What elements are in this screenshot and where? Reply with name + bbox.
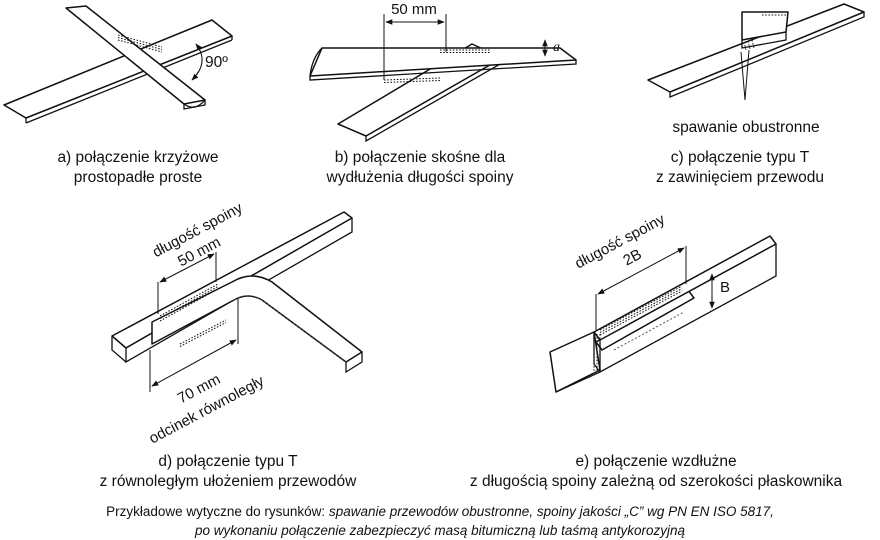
fig-e-width-label: B [720,279,730,296]
figure-b: 50 mm a b) połączenie skośne dla wydłuże… [309,1,577,186]
fig-c-weld-left [743,39,755,51]
fig-a-caption-1: a) połączenie krzyżowe [57,149,218,166]
fig-e-lower-strip [595,289,695,351]
fig-e-weld-length-value: 2B [620,246,644,270]
fig-e-weld-length-label: długość spoiny [572,211,668,273]
fig-c-caption-1: c) połączenie typu T [671,149,810,166]
fig-d-weld [159,283,219,322]
footer: Przykładowe wytyczne do rysunków: spawan… [106,504,774,538]
footer-line-2: po wykonaniu połączenie zabezpieczyć mas… [194,523,685,538]
fig-b-weld-top [440,49,490,53]
fig-a-angle-label: 90º [205,54,228,71]
fig-c-weld-right [762,11,786,16]
fig-c-weld-note: spawanie obustronne [672,119,819,136]
figure-d: długość spoiny 50 mm 70 mm odcinek równo… [100,199,363,490]
fig-b-angle-symbol: a [553,40,560,55]
fig-b-length-label: 50 mm [391,1,437,18]
fig-b-caption-2: wydłużenia długości spoiny [326,169,514,186]
figure-a: 90º a) połączenie krzyżowe prostopadłe p… [3,5,233,186]
footer-italic-1: spawanie przewodów obustronne, spoiny ja… [329,504,774,519]
fig-c-caption-2: z zawinięciem przewodu [656,169,824,186]
fig-a-angle-arc [191,43,203,81]
fig-d-caption-1: d) połączenie typu T [158,453,298,470]
fig-a-caption-2: prostopadłe proste [74,169,202,186]
figure-e: długość spoiny 2B B e) połączenie wzdłuż… [470,211,843,490]
fig-d-branch-strip [151,275,363,363]
fig-a-weld [117,34,163,53]
footer-line-1: Przykładowe wytyczne do rysunków: spawan… [106,504,774,519]
footer-lead: Przykładowe wytyczne do rysunków: [106,504,329,519]
figure-c: spawanie obustronne c) połączenie typu T… [647,3,865,186]
fig-e-caption-2: z długością spoiny zależną od szerokości… [470,473,843,490]
fig-b-caption-1: b) połączenie skośne dla [335,149,506,166]
fig-e-caption-1: e) połączenie wzdłużne [575,453,736,470]
fig-e-main-strip [593,235,777,341]
fig-d-caption-2: z równoległym ułożeniem przewodów [100,473,358,490]
